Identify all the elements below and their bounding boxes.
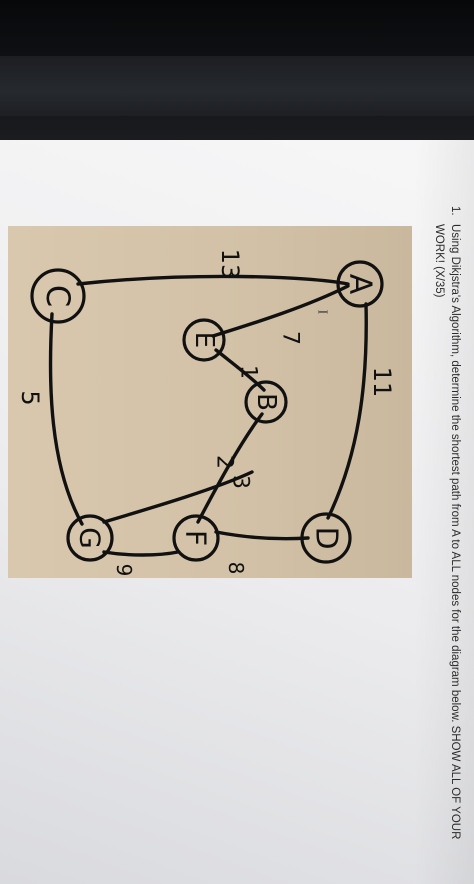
- screen-shadow: [414, 140, 474, 884]
- weight-g-b: 2: [212, 455, 237, 469]
- node-c: C: [30, 268, 86, 324]
- weight-e-b: 1: [236, 365, 261, 379]
- node-d-label: D: [309, 526, 344, 549]
- node-b: B: [244, 380, 288, 424]
- edge-a-e: [211, 284, 350, 338]
- node-c-label: C: [39, 285, 77, 307]
- edge-a-d: [326, 302, 368, 520]
- node-g: G: [66, 514, 114, 562]
- question-text-line2: WORK! (X/35): [433, 224, 445, 298]
- weight-a-c: 13: [216, 249, 244, 280]
- edge-g-f: [102, 550, 180, 557]
- question-text-line1: Using Dikjstra's Algorithm, determine th…: [449, 224, 461, 840]
- weight-c-g: 5: [16, 390, 44, 405]
- weight-a-d: 11: [368, 367, 396, 398]
- edge-a-c: [76, 274, 350, 286]
- edge-b-f: [196, 412, 264, 524]
- node-f-label: F: [180, 530, 213, 546]
- text-cursor-icon: I: [315, 310, 330, 315]
- node-f: F: [172, 514, 220, 562]
- monitor-bezel-edge: [0, 56, 474, 116]
- weight-g-f: 9: [112, 564, 136, 577]
- edge-c-g: [48, 312, 84, 526]
- node-g-label: G: [74, 527, 107, 549]
- node-a: A: [336, 260, 384, 308]
- weight-b-f: 3: [228, 475, 253, 489]
- graph-photo: A E C B G F D 13 7 11 1 5 2: [8, 226, 412, 578]
- weight-f-d: 8: [224, 562, 248, 575]
- edge-f-d: [214, 530, 310, 541]
- node-e: E: [182, 318, 226, 362]
- node-e-label: E: [189, 332, 219, 348]
- edge-e-b: [214, 348, 266, 392]
- weight-a-e: 7: [278, 331, 303, 345]
- node-a-label: A: [343, 274, 378, 295]
- question-block: 1. Using Dikjstra's Algorithm, determine…: [433, 206, 462, 839]
- node-b-label: B: [251, 393, 281, 411]
- edge-g-b: [102, 470, 254, 524]
- node-d: D: [300, 512, 352, 564]
- graph-diagram: A E C B G F D 13 7 11 1 5 2: [16, 249, 396, 577]
- question-number: 1.: [449, 206, 461, 216]
